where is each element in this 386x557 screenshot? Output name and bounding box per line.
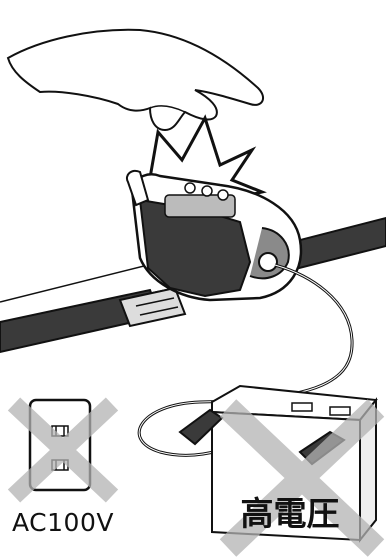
high-voltage-label: 高電圧 <box>240 494 340 533</box>
electric-reel-icon <box>126 169 303 302</box>
hand-icon <box>6 28 265 132</box>
shock-burst-icon <box>148 114 267 202</box>
outlet-voltage-label: AC100V <box>12 508 114 537</box>
prohibited-x-icon <box>7 397 385 557</box>
